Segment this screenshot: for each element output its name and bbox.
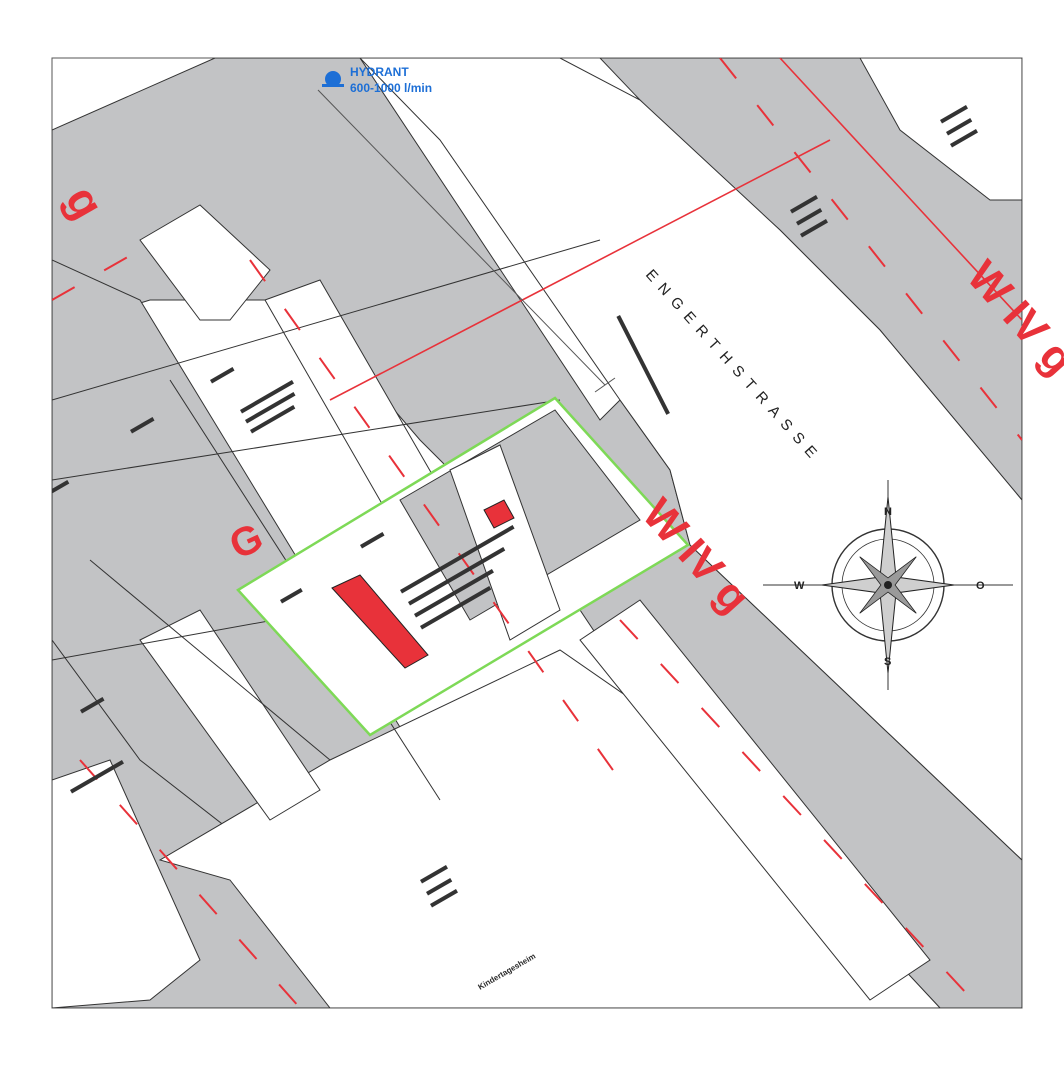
parcel-text-marks	[52, 105, 978, 908]
courtyard-top-left	[139, 204, 271, 321]
hydrant-title: HYDRANT	[350, 65, 409, 79]
dimension-line-red	[329, 58, 1022, 401]
hydrant-flow: 600-1000 l/min	[350, 81, 432, 95]
compass-north: N	[884, 506, 892, 518]
compass-rose: N S W O	[763, 480, 1013, 690]
compass-west: W	[794, 580, 805, 592]
hydrant-icon	[325, 71, 341, 87]
courtyard-northeast	[859, 58, 1022, 201]
red-marker-small	[483, 499, 515, 529]
red-marker-large	[331, 574, 429, 669]
zone-center-lines	[52, 58, 1022, 1008]
compass-south: S	[884, 656, 891, 668]
site-passage	[449, 444, 561, 641]
hydrant-dimension-line	[317, 89, 616, 393]
hydrant-marker	[322, 71, 344, 87]
passage-3	[52, 759, 201, 1008]
passage-2	[139, 609, 321, 821]
compass-east: O	[976, 580, 985, 592]
passage-4	[579, 599, 931, 1001]
street-engerthstrasse	[359, 58, 1022, 861]
